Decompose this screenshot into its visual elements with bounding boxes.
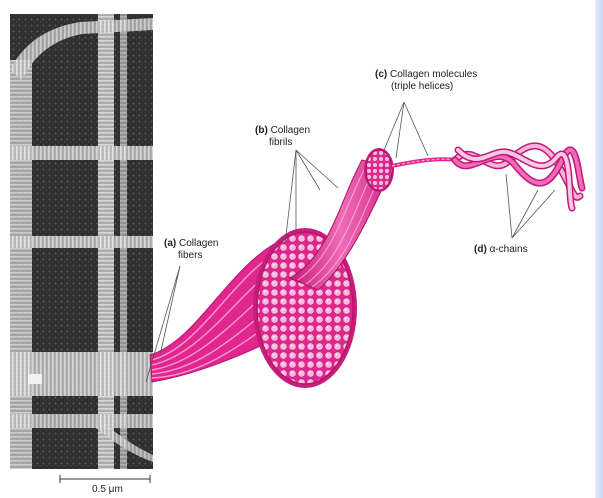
leader-lines: [145, 101, 556, 383]
label-a-line2: fibers: [178, 250, 203, 261]
alpha-chains: [451, 142, 586, 212]
label-c-tag: (c): [375, 69, 388, 80]
label-alpha-chains: (d) α-chains: [474, 244, 528, 256]
label-d-text: α-chains: [489, 244, 528, 255]
label-d-tag: (d): [474, 244, 487, 255]
label-b-tag: (b): [255, 125, 268, 136]
label-collagen-molecules: (c) Collagen molecules (triple helices): [375, 69, 477, 93]
label-b-line1: Collagen: [270, 125, 311, 136]
label-c-line1: Collagen molecules: [390, 69, 478, 80]
scale-bar: [59, 475, 151, 483]
label-a-line1: Collagen: [179, 238, 219, 249]
triple-helix-strand: [391, 157, 459, 168]
label-a-tag: (a): [164, 238, 177, 249]
collagen-molecule-bundle: [364, 148, 394, 192]
scale-bar-label: 0.5 μm: [92, 484, 123, 495]
label-c-line2: (triple helices): [391, 81, 454, 92]
right-border: [595, 0, 603, 498]
electron-micrograph: [10, 14, 153, 469]
label-collagen-fibrils: (b) Collagen fibrils: [255, 125, 310, 149]
label-b-line2: fibrils: [269, 137, 293, 148]
label-collagen-fibers: (a) Collagen fibers: [164, 238, 219, 262]
